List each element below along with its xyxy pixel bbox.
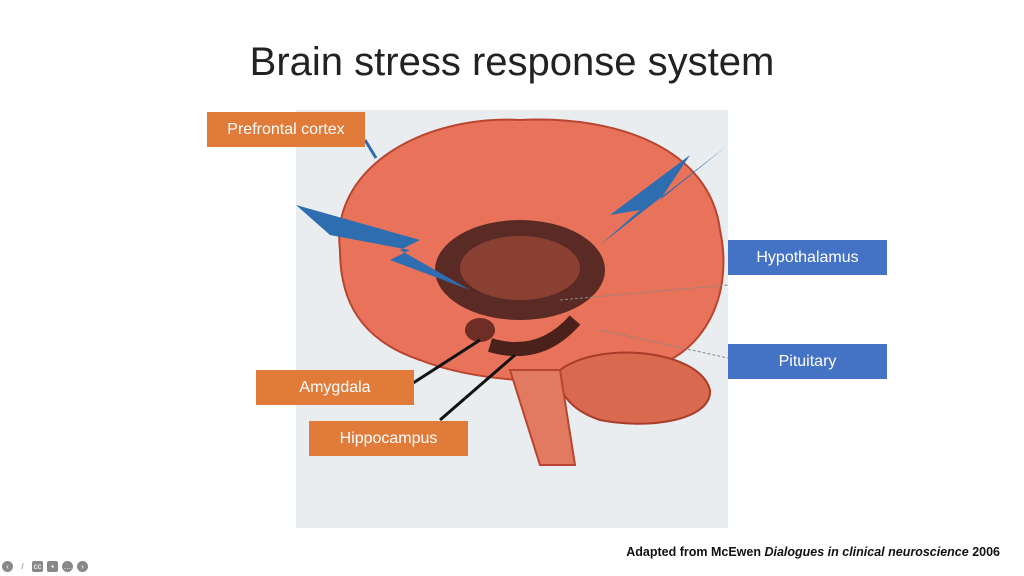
captions-icon[interactable]: cc (32, 561, 43, 572)
more-icon[interactable]: … (62, 561, 73, 572)
presentation-controls: ‹ / cc ▪ … › (2, 561, 88, 572)
citation-year: 2006 (968, 545, 1000, 559)
label-hippocampus: Hippocampus (309, 421, 468, 456)
label-amygdala: Amygdala (256, 370, 414, 405)
hippocampus-shape (487, 315, 581, 357)
citation: Adapted from McEwen Dialogues in clinica… (626, 545, 1000, 559)
camera-icon[interactable]: ▪ (47, 561, 58, 572)
lightning-left (296, 205, 470, 290)
slide-title: Brain stress response system (249, 40, 775, 84)
label-pituitary: Pituitary (728, 344, 887, 379)
lightning-right (600, 145, 728, 245)
cerebellum (558, 351, 712, 425)
label-prefrontal-cortex: Prefrontal cortex (207, 112, 365, 147)
citation-prefix: Adapted from McEwen (626, 545, 765, 559)
brainstem (508, 369, 577, 466)
label-hypothalamus: Hypothalamus (728, 240, 887, 275)
citation-journal: Dialogues in clinical neuroscience (764, 545, 969, 559)
next-icon[interactable]: › (77, 561, 88, 572)
amygdala-shape (465, 318, 495, 342)
pen-icon[interactable]: / (21, 562, 24, 571)
previous-icon[interactable]: ‹ (2, 561, 13, 572)
